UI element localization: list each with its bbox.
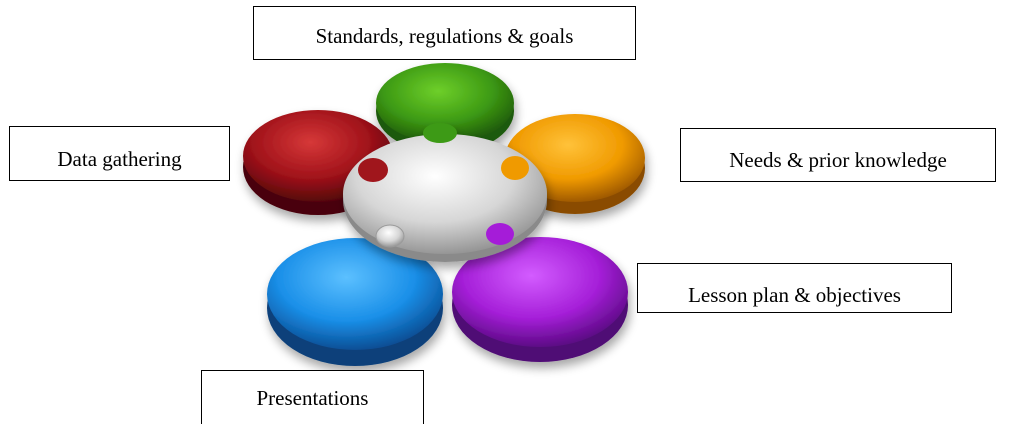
petal-green	[376, 63, 514, 153]
label-data-gathering-box: Data gathering	[9, 126, 230, 181]
label-lesson-plan-text: Lesson plan & objectives	[688, 283, 901, 307]
label-lesson-plan-box: Lesson plan & objectives	[637, 263, 952, 313]
label-needs-text: Needs & prior knowledge	[729, 148, 947, 172]
label-presentations-text: Presentations	[256, 386, 369, 410]
petal-blue	[267, 238, 443, 366]
label-data-gathering-text: Data gathering	[57, 147, 182, 171]
label-standards-text: Standards, regulations & goals	[315, 24, 574, 48]
label-needs-box: Needs & prior knowledge	[680, 128, 996, 182]
label-standards-box: Standards, regulations & goals	[253, 6, 636, 60]
center-puzzle-piece	[343, 123, 547, 262]
petal-purple	[452, 237, 628, 362]
label-presentations-box: Presentations	[201, 370, 424, 424]
